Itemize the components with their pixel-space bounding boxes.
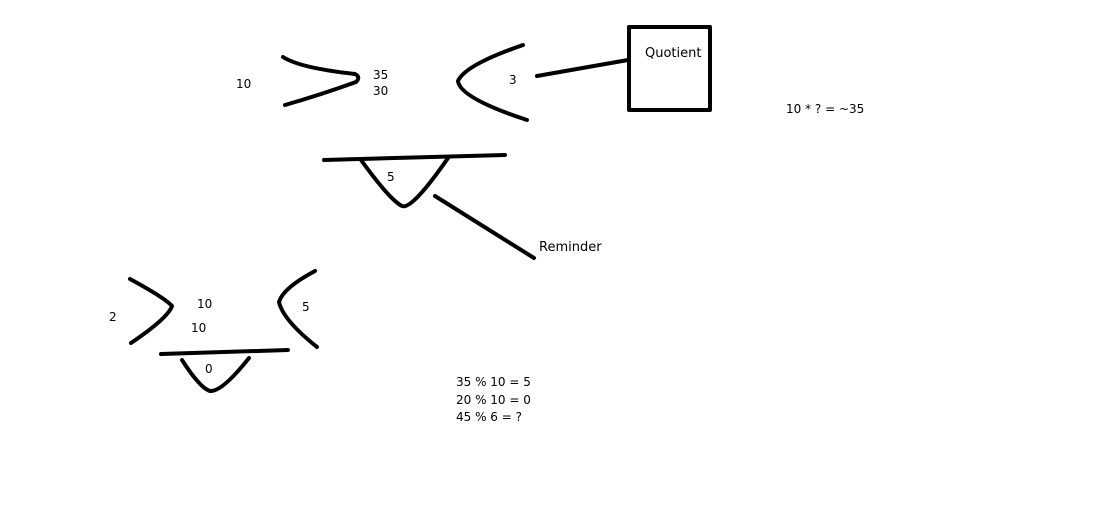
divisor-bracket-1 [281, 55, 361, 107]
quotient-bracket-1 [456, 43, 529, 122]
subtracted-2: 10 [191, 321, 207, 335]
estimate-note: 10 * ? = ~35 [786, 102, 865, 116]
remainder-2: 0 [205, 362, 213, 376]
quotient-1: 3 [509, 73, 517, 87]
quotient-2: 5 [302, 300, 310, 314]
subtracted-1: 30 [373, 84, 389, 98]
remainder-1: 5 [387, 170, 395, 184]
remainder-cup-2 [180, 356, 251, 393]
divisor-2: 2 [109, 310, 117, 324]
subtraction-line-2 [159, 348, 290, 356]
divisor-bracket-2 [128, 277, 174, 345]
dividend-1: 35 [373, 68, 389, 82]
quotient-bracket-2 [277, 269, 319, 349]
modulo-example-3: 45 % 6 = ? [456, 410, 522, 424]
subtraction-line-1 [322, 153, 507, 162]
quotient-pointer-line [535, 58, 630, 78]
modulo-example-2: 20 % 10 = 0 [456, 393, 531, 407]
quotient-label: Quotient [645, 46, 702, 61]
quotient-box [627, 25, 712, 112]
dividend-2: 10 [197, 297, 213, 311]
remainder-label: Reminder [539, 240, 602, 255]
remainder-cup-1 [359, 156, 450, 209]
divisor-1: 10 [236, 77, 252, 91]
remainder-pointer-line [433, 194, 536, 260]
modulo-example-1: 35 % 10 = 5 [456, 375, 531, 389]
